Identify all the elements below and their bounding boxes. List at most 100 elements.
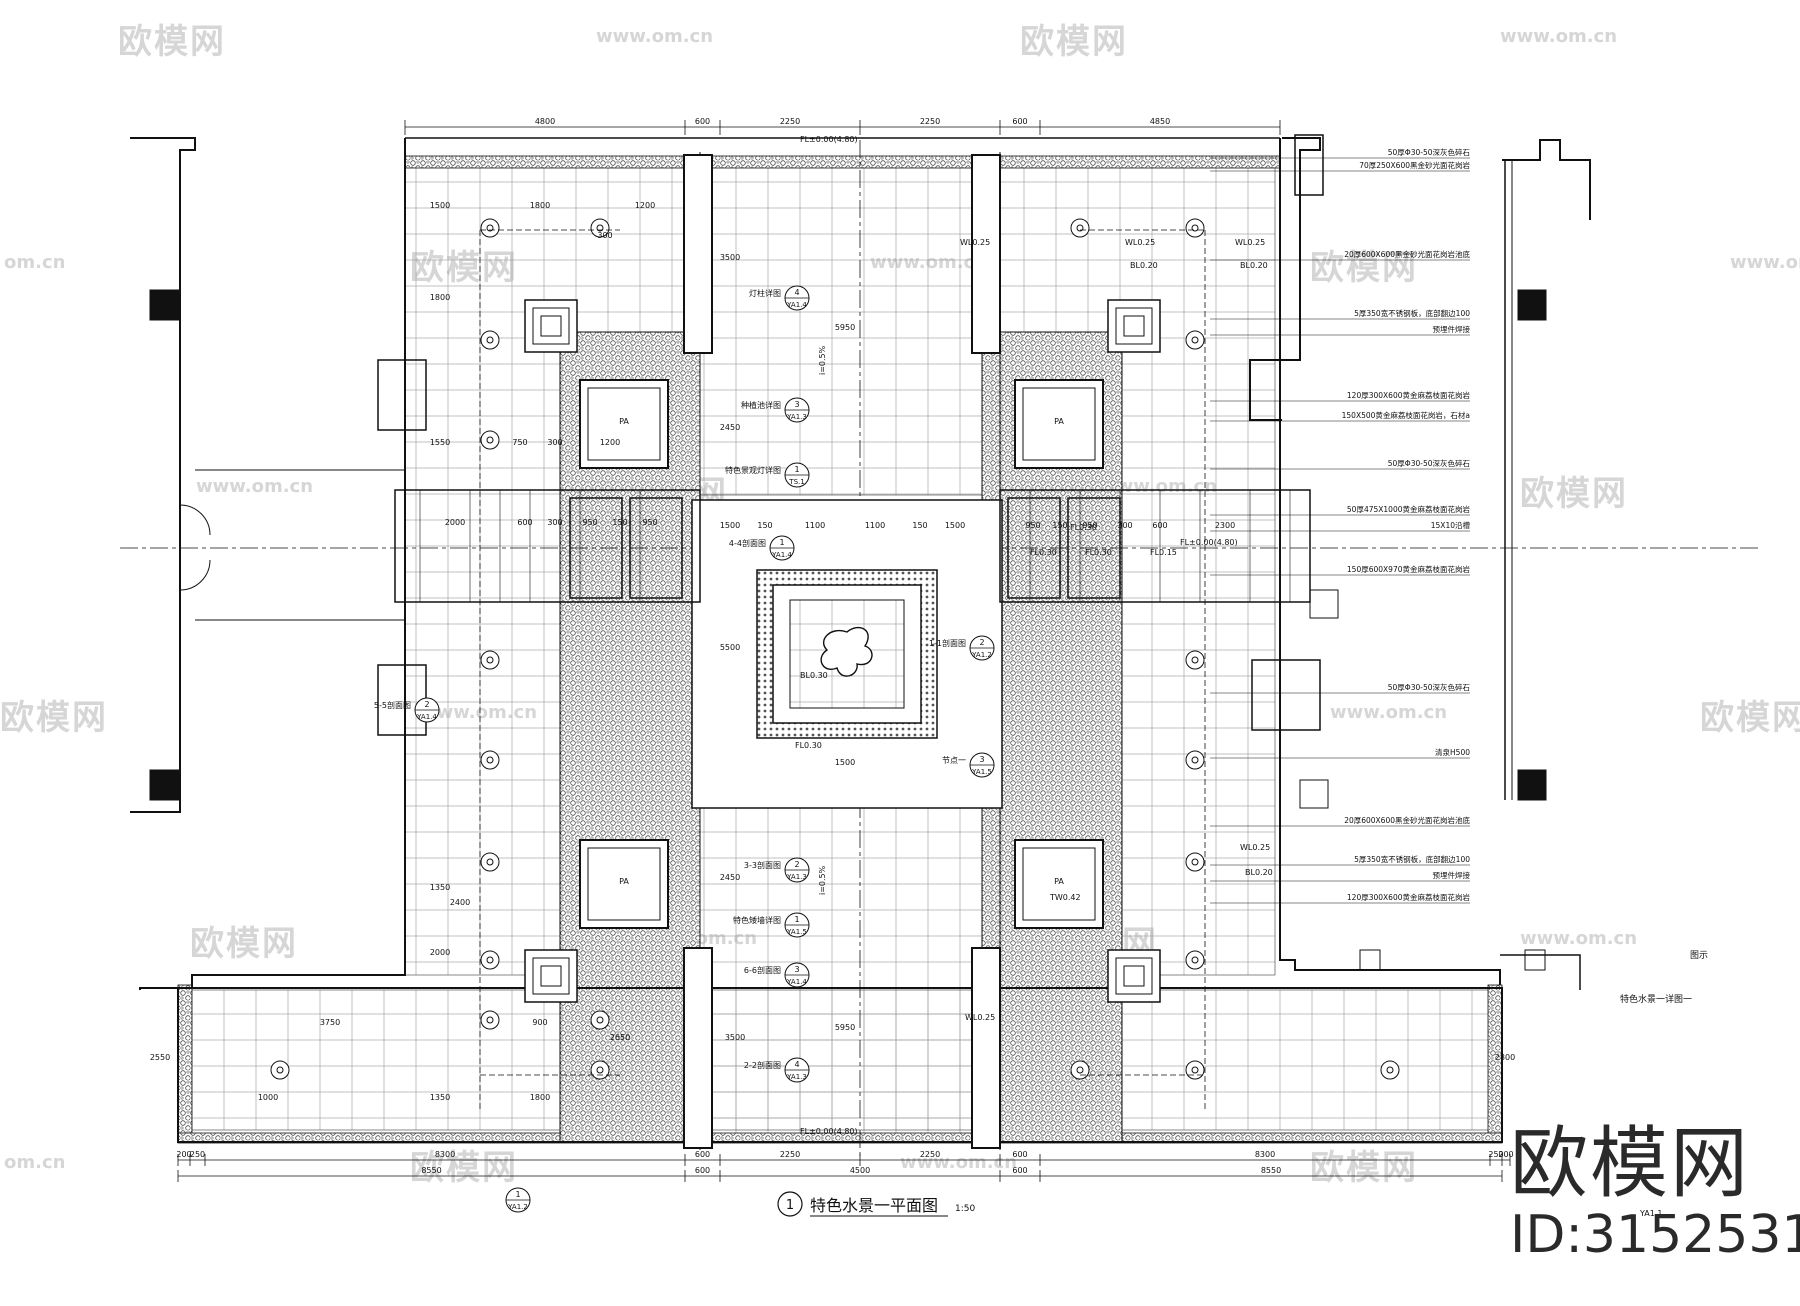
watermark-brand: 欧模网 [1310, 1148, 1418, 1188]
flower-ornament-core [1191, 956, 1199, 964]
note-text: 15X10沿槽 [1431, 520, 1471, 530]
water-channel-right [999, 489, 1311, 603]
level-mark: BL0.30 [800, 671, 828, 680]
dimension-value: 8300 [435, 1150, 455, 1159]
dimension-value: 2300 [1215, 521, 1235, 530]
flower-ornament [1070, 218, 1090, 238]
dimension-value: 150 [612, 518, 627, 527]
flower-ornament-core [1076, 224, 1084, 232]
dimension-value: 8300 [1255, 1150, 1275, 1159]
level-mark: FL0.30 [795, 741, 822, 750]
dimension-value: 2250 [920, 1150, 940, 1159]
dimension-value: 950 [1082, 521, 1097, 530]
dimension-value: 1500 [720, 521, 740, 530]
dimension-value: 2250 [780, 1150, 800, 1159]
small-pool [569, 497, 623, 599]
note-text: 50厚Φ30-50深灰色碎石 [1388, 147, 1471, 157]
dimension-value: 250 [190, 1150, 205, 1159]
section-callout-ref: TS.1 [788, 478, 804, 486]
boundary-right [1279, 138, 1501, 985]
ref-tag: YA1.1 [1639, 1209, 1662, 1218]
dimension-value: 1550 [430, 438, 450, 447]
flower-ornament [1185, 1060, 1205, 1080]
watermark-url: www.om.cn [196, 476, 314, 497]
flower-ornament-core [596, 1016, 604, 1024]
building-bay [1251, 659, 1321, 731]
legend-symbol [1500, 954, 1581, 990]
flower-ornament-core [1191, 858, 1199, 866]
dimension-value: 600 [695, 1166, 710, 1175]
dimension-value: 4850 [1150, 117, 1170, 126]
building-column [1359, 949, 1381, 971]
dimension-value: 2450 [720, 423, 740, 432]
watermark-brand: 欧模网 [1020, 22, 1128, 62]
wall-block-top-right [971, 154, 1001, 354]
note-text: 20厚600X600黑金砂光面花岗岩池底 [1344, 815, 1470, 825]
note-text: 150厚600X970黄金麻荔枝面花岗岩 [1347, 564, 1471, 574]
dimension-value: 1100 [865, 521, 885, 530]
building-column [1309, 589, 1339, 619]
planter-pa-inner [1022, 387, 1096, 461]
far-right-wall [1502, 139, 1591, 220]
note-text: 清泉H500 [1435, 747, 1470, 757]
paving-tiles-top-center [699, 164, 1001, 496]
dimension-value: 200 [176, 1150, 191, 1159]
watermark-brand: 欧模网 [410, 1148, 518, 1188]
dimension-value: 950 [642, 518, 657, 527]
watermark-brand: 欧模网 [118, 22, 226, 62]
flower-ornament-core [1191, 756, 1199, 764]
title-number-circle [777, 1191, 803, 1217]
section-callout-label: 种植池详图 [741, 400, 781, 410]
section-callout-label: 节点一 [942, 756, 966, 765]
dimension-value: 300 [597, 231, 612, 240]
section-callout-number: 3 [794, 400, 799, 409]
level-mark: i=0.5% [818, 865, 827, 895]
section-callout-number: 1 [794, 465, 799, 474]
planter-pa [579, 379, 669, 469]
level-mark: WL0.25 [1240, 843, 1270, 852]
title-number: 1 [786, 1198, 794, 1213]
section-callout-label: 特色矮墙详图 [733, 915, 781, 925]
flower-ornament-core [486, 956, 494, 964]
gravel-border-top [404, 155, 1281, 169]
flower-ornament-core [276, 1066, 284, 1074]
legend-text: 图示 [1690, 950, 1708, 961]
drawing-title: 特色水景一平面图 [810, 1196, 938, 1215]
watermark-brand: 欧模网 [1520, 474, 1628, 514]
wall-block-top-left [683, 154, 713, 354]
boundary-left [139, 138, 406, 990]
level-mark: FL±0.00(4.80) [1180, 538, 1238, 547]
level-mark: FL0.30 [1070, 523, 1097, 532]
section-callout-label: 灯柱详图 [749, 288, 781, 298]
section-callout-number: 3 [794, 965, 799, 974]
watermark-url: www.om.cn [1330, 702, 1448, 723]
dimension-value: 150 [1052, 521, 1067, 530]
building-bay [377, 359, 427, 431]
drawing-scale: 1:50 [955, 1204, 975, 1214]
dimension-value: 1000 [258, 1093, 278, 1102]
level-mark: BL0.20 [1240, 261, 1268, 270]
flower-ornament-core [1191, 656, 1199, 664]
dimension-value: 150 [912, 521, 927, 530]
wall-block-bottom-right [971, 947, 1001, 1149]
note-text: 150X500黄金麻荔枝面花岗岩，石材a [1342, 410, 1470, 420]
flower-ornament [1185, 750, 1205, 770]
brand-id: ID:3152531 [1510, 1205, 1800, 1265]
dimension-value: 1800 [530, 201, 550, 210]
flower-ornament-core [1386, 1066, 1394, 1074]
flower-ornament [1185, 950, 1205, 970]
dimension-value: 2450 [720, 873, 740, 882]
building-column [149, 289, 181, 321]
flower-ornament [480, 950, 500, 970]
section-callout-ref: YA1.4 [786, 978, 807, 986]
lamp-post-inner [1115, 307, 1153, 345]
dimension-value: 2400 [450, 898, 470, 907]
flower-ornament [480, 852, 500, 872]
dimension-value: 1200 [635, 201, 655, 210]
planter-pa-inner [587, 387, 661, 461]
flower-ornament-core [486, 224, 494, 232]
note-text: 5厚350宽不锈钢板，底部翻边100 [1354, 854, 1470, 864]
lamp-post-inner [1115, 957, 1153, 995]
dimension-value: 600 [1012, 1166, 1027, 1175]
